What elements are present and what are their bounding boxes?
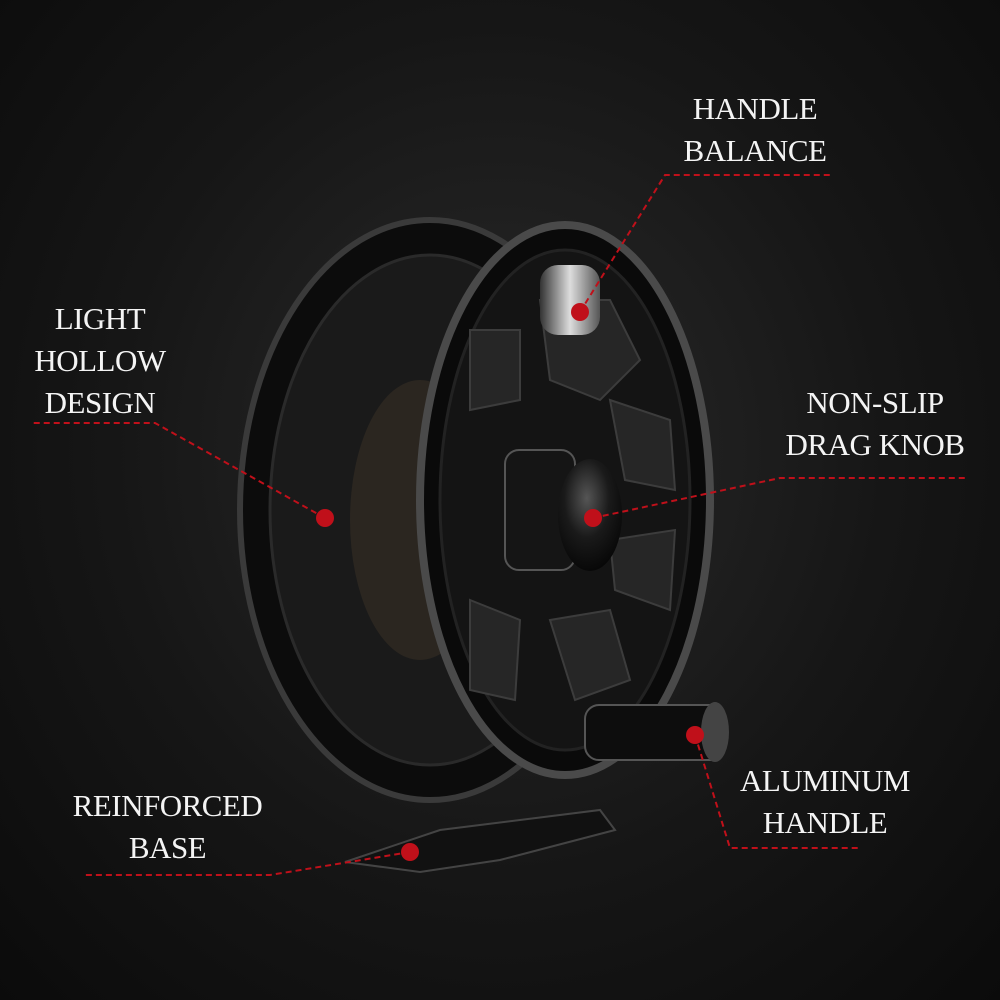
callout-lines <box>30 174 965 876</box>
light-hollow-label: LIGHT HOLLOW DESIGN <box>20 298 180 424</box>
handle-balance-dot <box>571 303 589 321</box>
label-line: HANDLE <box>692 91 818 126</box>
label-line: ALUMINUM <box>740 763 910 798</box>
label-line: BALANCE <box>683 133 827 168</box>
light-hollow-leader <box>30 422 326 519</box>
label-line: DRAG KNOB <box>785 427 965 462</box>
handle-balance-leader <box>579 174 830 313</box>
drag-knob-label: NON-SLIP DRAG KNOB <box>780 382 970 466</box>
drag-knob-leader <box>592 477 965 519</box>
label-line: NON-SLIP <box>806 385 944 420</box>
reinforced-base-label: REINFORCED BASE <box>65 785 270 869</box>
reel-foot <box>344 808 617 874</box>
aluminum-handle-dot <box>686 726 704 744</box>
reinforced-base-leader <box>85 851 411 876</box>
handle-balance-label: HANDLE BALANCE <box>680 88 830 172</box>
label-line: HOLLOW <box>34 343 166 378</box>
label-line: BASE <box>128 830 207 865</box>
reel-front-spool <box>416 221 729 779</box>
label-line: REINFORCED <box>72 788 263 823</box>
label-line: LIGHT <box>54 301 146 336</box>
reinforced-base-dot <box>401 843 419 861</box>
aluminum-handle-leader <box>694 734 860 849</box>
label-line: DESIGN <box>44 385 156 420</box>
drag-knob-dot <box>584 509 602 527</box>
label-line: HANDLE <box>762 805 888 840</box>
handle-balance-weight <box>540 265 600 335</box>
aluminum-handle-label: ALUMINUM HANDLE <box>730 760 920 844</box>
light-hollow-dot <box>316 509 334 527</box>
